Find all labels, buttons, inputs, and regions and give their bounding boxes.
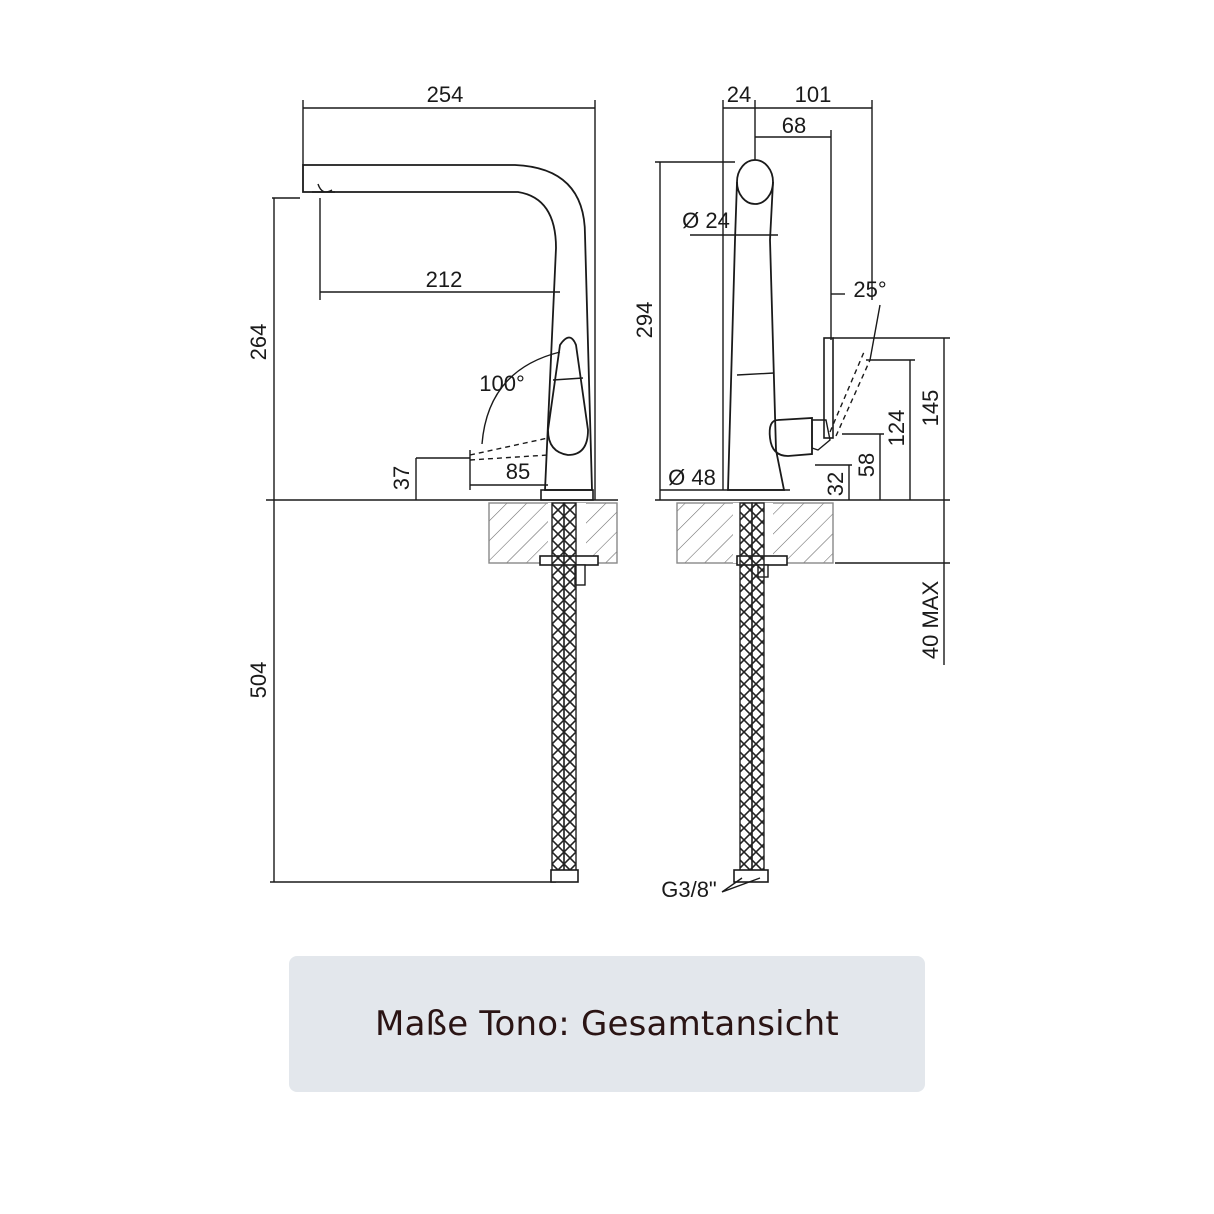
dim-front-reach-212: 212 bbox=[426, 267, 463, 292]
side-view bbox=[655, 100, 950, 893]
dim-side-101: 101 bbox=[795, 82, 832, 107]
dim-side-32: 32 bbox=[823, 472, 848, 496]
dim-counter-40-max: 40 MAX bbox=[918, 581, 943, 660]
dim-side-angle-25: 25° bbox=[853, 277, 886, 302]
dim-side-124: 124 bbox=[884, 410, 909, 447]
caption-title: Maße Tono: Gesamtansicht bbox=[375, 1004, 839, 1044]
dim-side-145: 145 bbox=[918, 390, 943, 427]
dim-side-68: 68 bbox=[782, 113, 806, 138]
dim-below-counter-504: 504 bbox=[246, 662, 271, 699]
front-view bbox=[266, 100, 618, 883]
faucet-technical-drawing: 254 212 264 100° 37 85 504 24 101 68 Ø 2… bbox=[246, 82, 950, 902]
dim-front-lever-height-37: 37 bbox=[389, 466, 414, 490]
dim-front-width-254: 254 bbox=[427, 82, 464, 107]
dim-side-24: 24 bbox=[727, 82, 751, 107]
dim-front-height-264: 264 bbox=[246, 324, 271, 361]
dim-front-lever-offset-85: 85 bbox=[506, 459, 530, 484]
dim-side-height-294: 294 bbox=[632, 302, 657, 339]
dim-side-diameter-24: Ø 24 bbox=[682, 208, 730, 233]
dim-side-diameter-48: Ø 48 bbox=[668, 465, 716, 490]
caption-panel: Maße Tono: Gesamtansicht bbox=[289, 956, 925, 1092]
dim-front-lever-angle: 100° bbox=[479, 371, 525, 396]
dim-thread-g38: G3/8" bbox=[661, 877, 717, 902]
dim-side-58: 58 bbox=[854, 453, 879, 477]
